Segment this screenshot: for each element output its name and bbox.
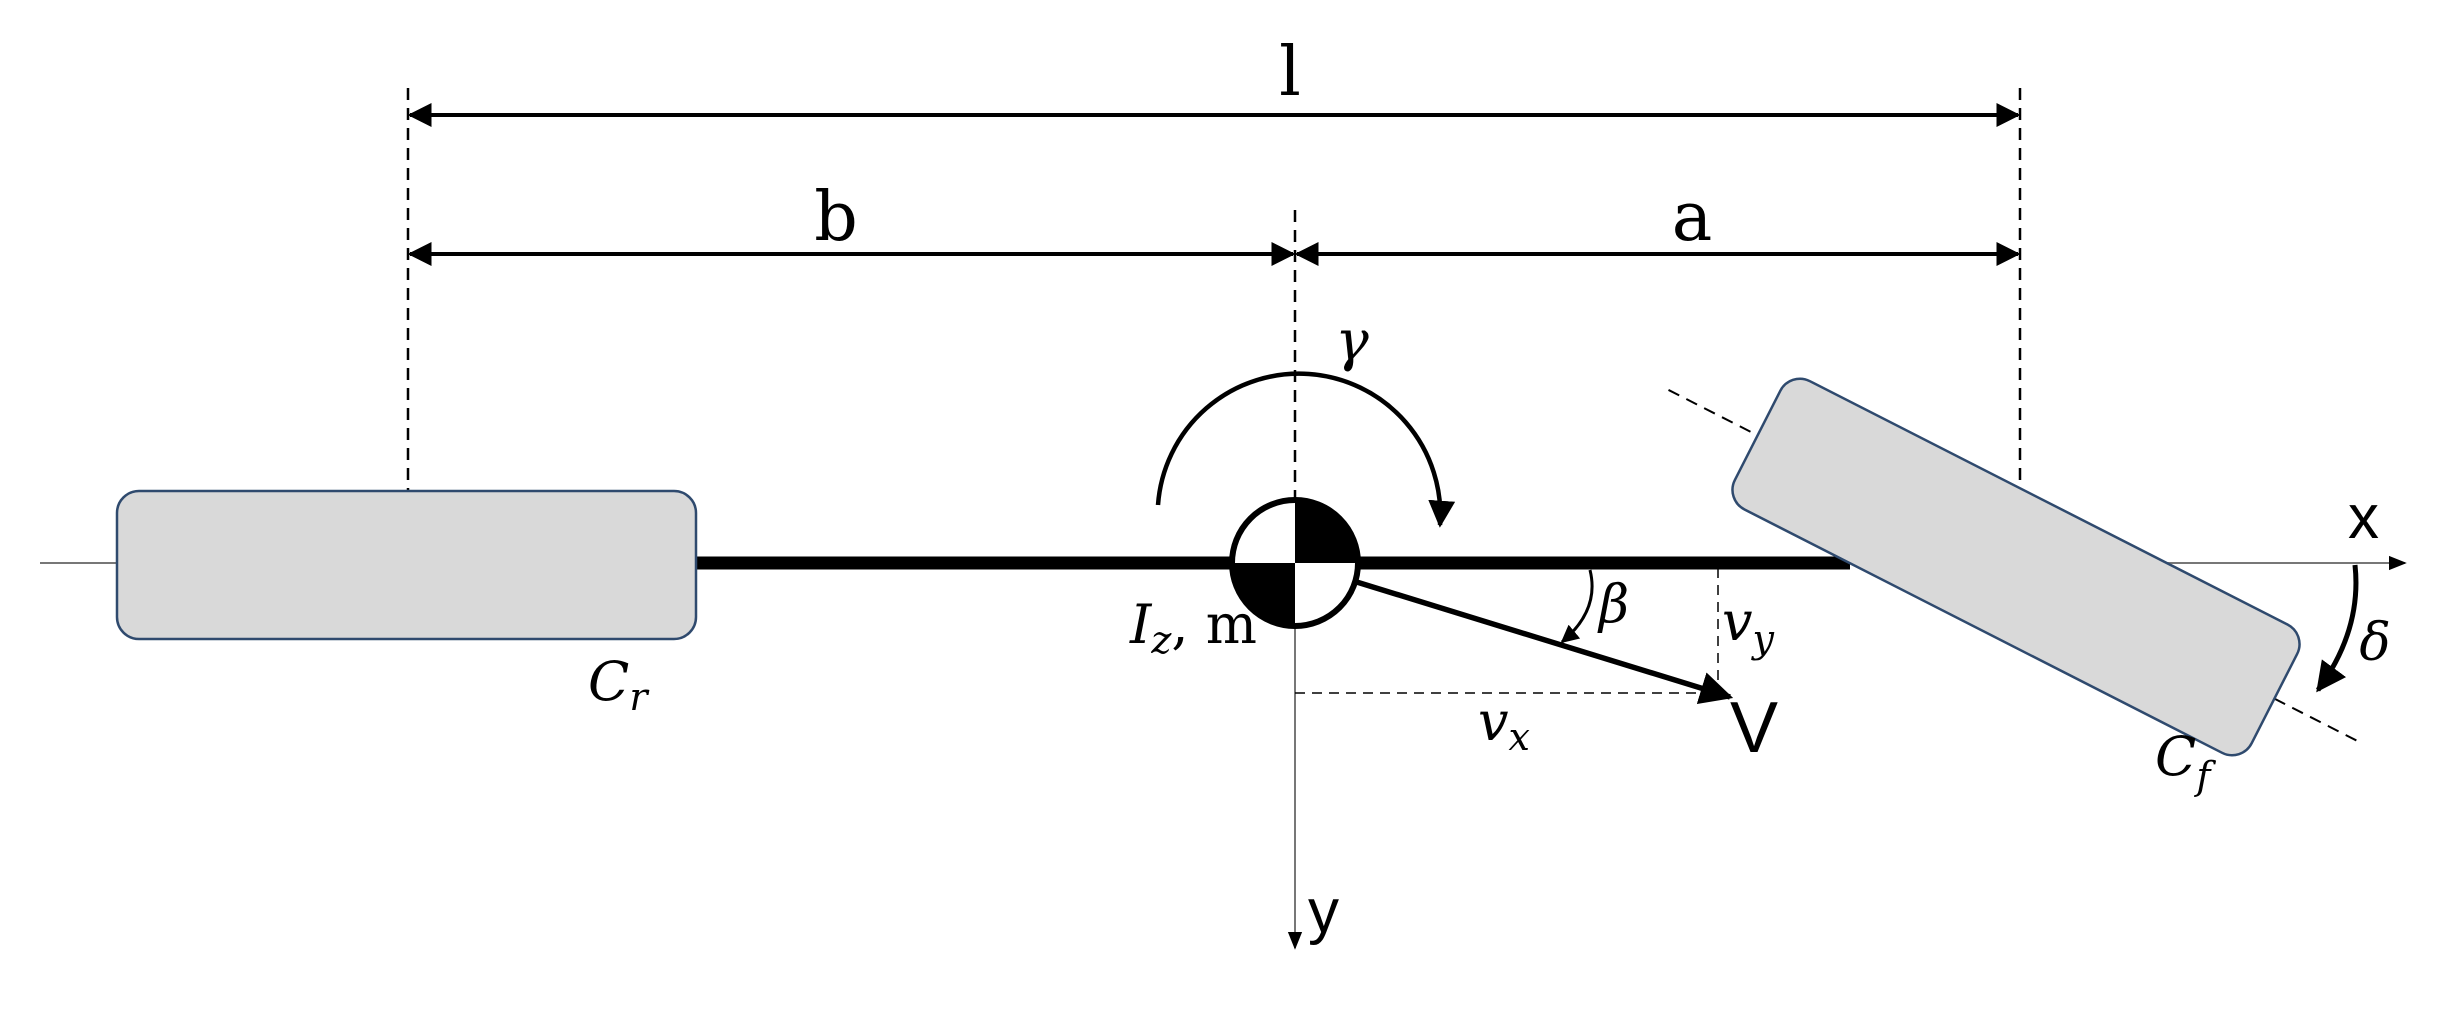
vx-label: vx xyxy=(1478,690,1530,759)
yaw-rate-label: γ xyxy=(1335,309,1369,374)
front-wheel-group xyxy=(1668,377,2364,757)
vy-label: vy xyxy=(1722,590,1775,661)
vx-subscript: x xyxy=(1509,715,1530,759)
steer-angle-label: δ xyxy=(2359,613,2390,673)
vy-subscript: y xyxy=(1751,617,1775,661)
front-wheel xyxy=(1731,377,2301,757)
inertia-subscript: z xyxy=(1150,618,1172,662)
front-distance-label: a xyxy=(1672,178,1713,257)
x-axis-label: x xyxy=(2348,483,2379,552)
yaw-rate-arc xyxy=(1155,371,1456,528)
vx-symbol: v xyxy=(1478,690,1509,753)
rear-stiffness-label: Cr xyxy=(588,650,650,719)
rear-wheel xyxy=(115,489,698,641)
vy-symbol: v xyxy=(1722,590,1753,653)
front-stiffness-symbol: C xyxy=(2155,725,2196,788)
velocity-vector xyxy=(1294,560,1734,705)
inertia-mass-label: Iz, m xyxy=(1129,593,1257,662)
velocity-label: V xyxy=(1730,688,1778,768)
center-of-gravity-symbol xyxy=(1229,497,1361,629)
rear-stiffness-symbol: C xyxy=(588,650,629,713)
rear-stiffness-subscript: r xyxy=(629,675,650,719)
inertia-symbol: I xyxy=(1129,593,1153,656)
slip-angle-label: β xyxy=(1597,575,1629,635)
y-axis-label: y xyxy=(1308,877,1339,946)
steer-angle-arc xyxy=(2315,564,2359,693)
rear-distance-label: b xyxy=(814,178,858,257)
mass-symbol: , m xyxy=(1171,593,1257,656)
front-stiffness-subscript: f xyxy=(2193,754,2216,798)
wheelbase-label: l xyxy=(1279,33,1301,112)
slip-angle-arc xyxy=(1560,569,1594,644)
